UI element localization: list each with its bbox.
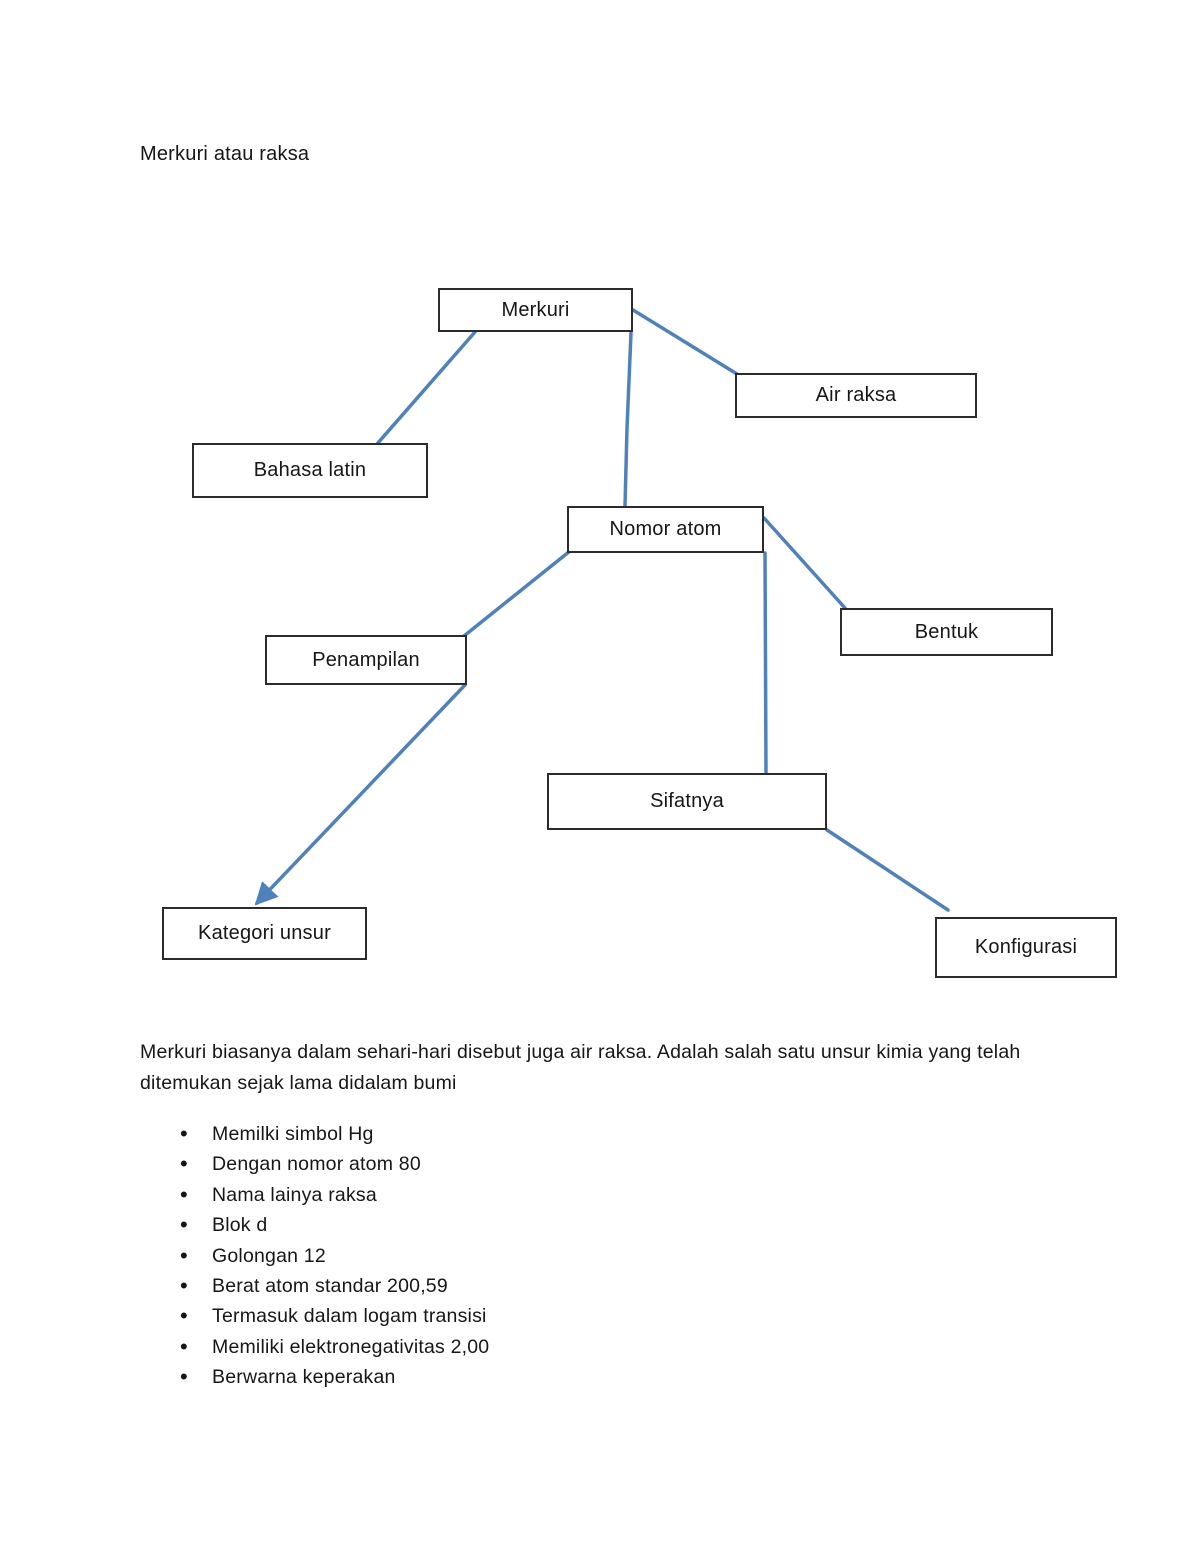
diagram-node-konfigurasi: Konfigurasi [935, 917, 1117, 978]
list-item: Memilki simbol Hg [180, 1119, 489, 1150]
diagram-node-label: Sifatnya [650, 790, 724, 812]
list-item: Termasuk dalam logam transisi [180, 1301, 489, 1332]
diagram-node-penampilan: Penampilan [265, 635, 467, 685]
diagram-node-label: Bahasa latin [253, 459, 367, 481]
diagram-node-label: Bentuk [914, 620, 979, 643]
diagram-node-sifatnya: Sifatnya [547, 773, 827, 830]
paragraph-line: ditemukan sejak lama didalam bumi [140, 1072, 457, 1094]
connector-sifatnya-to-konfigurasi [825, 828, 950, 912]
connector-merkuri-to-bahasa-latin [375, 330, 477, 446]
list-item: Memiliki elektronegativitas 2,00 [180, 1332, 489, 1363]
connector-merkuri-to-nomor-atom [623, 331, 633, 508]
body-paragraph: Merkuri biasanya dalam sehari-hari diseb… [140, 1037, 1020, 1099]
diagram-node-air-raksa: Air raksa [735, 373, 977, 418]
diagram-node-kategori-unsur: Kategori unsur [162, 907, 367, 960]
connector-nomor-atom-to-penampilan [462, 549, 572, 638]
list-item: Dengan nomor atom 80 [180, 1149, 489, 1180]
diagram-node-merkuri: Merkuri [438, 288, 633, 332]
diagram-node-bentuk: Bentuk [840, 608, 1053, 656]
list-item: Berwarna keperakan [180, 1362, 489, 1393]
connector-penampilan-to-kategori-unsur [254, 683, 467, 906]
diagram-node-label: Air raksa [815, 384, 897, 406]
diagram-node-label: Kategori unsur [198, 922, 331, 944]
page-title: Merkuri atau raksa [140, 143, 310, 165]
diagram-node-label: Penampilan [312, 648, 420, 671]
paragraph-line: Merkuri biasanya dalam sehari-hari diseb… [140, 1041, 1021, 1063]
list-item: Blok d [180, 1210, 489, 1241]
diagram-node-label: Nomor atom [609, 518, 722, 540]
list-item: Berat atom standar 200,59 [180, 1271, 489, 1302]
diagram-node-label: Merkuri [501, 298, 570, 321]
list-item: Golongan 12 [180, 1241, 489, 1272]
list-item: Nama lainya raksa [180, 1180, 489, 1211]
fact-bullet-list: Memilki simbol Hg Dengan nomor atom 80 N… [180, 1119, 489, 1393]
connector-nomor-atom-to-sifatnya [763, 551, 768, 775]
diagram-node-bahasa-latin: Bahasa latin [192, 443, 428, 498]
connector-nomor-atom-to-bentuk [762, 516, 847, 610]
diagram-node-nomor-atom: Nomor atom [567, 506, 764, 553]
diagram-node-label: Konfigurasi [974, 936, 1078, 958]
connector-merkuri-to-air-raksa [631, 308, 739, 376]
